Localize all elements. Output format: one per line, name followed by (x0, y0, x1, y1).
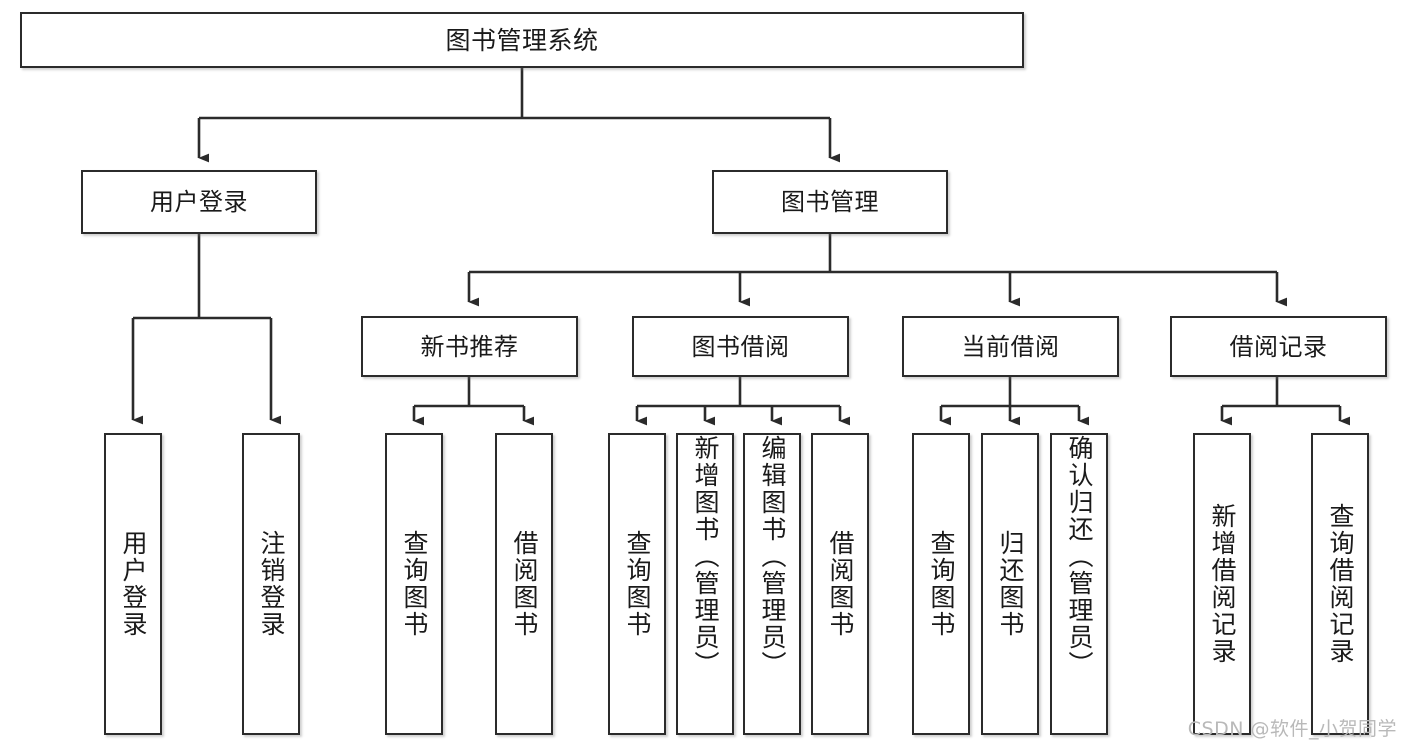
node-label: 查询借阅记录 (1326, 503, 1355, 665)
node-label: 新书推荐 (420, 332, 519, 361)
node-label: 查询图书 (623, 530, 652, 638)
leaf-borrow-borrow-book[interactable]: 借阅图书 (811, 433, 869, 735)
node-label: 借阅图书 (826, 530, 855, 638)
node-label: 新增借阅记录 (1208, 503, 1237, 665)
leaf-current-confirm-return-admin[interactable]: 确认归还（管理员） (1050, 433, 1108, 735)
node-label: 新增图书（管理员） (691, 435, 720, 678)
leaf-record-query-record[interactable]: 查询借阅记录 (1311, 433, 1369, 735)
node-root-system[interactable]: 图书管理系统 (20, 12, 1024, 68)
node-book-borrow[interactable]: 图书借阅 (632, 316, 849, 377)
node-user-login[interactable]: 用户登录 (81, 170, 317, 234)
node-label: 当前借阅 (961, 332, 1060, 361)
node-label: 图书管理 (781, 188, 879, 216)
node-current-borrow[interactable]: 当前借阅 (902, 316, 1119, 377)
leaf-current-return-book[interactable]: 归还图书 (981, 433, 1039, 735)
node-label: 查询图书 (400, 530, 429, 638)
node-label: 借阅图书 (510, 530, 539, 638)
node-label: 归还图书 (996, 530, 1025, 638)
leaf-current-query-book[interactable]: 查询图书 (912, 433, 970, 735)
node-new-book-recommend[interactable]: 新书推荐 (361, 316, 578, 377)
node-book-management[interactable]: 图书管理 (712, 170, 948, 234)
leaf-record-add-record[interactable]: 新增借阅记录 (1193, 433, 1251, 735)
leaf-borrow-add-book-admin[interactable]: 新增图书（管理员） (676, 433, 734, 735)
node-label: 用户登录 (119, 530, 148, 638)
leaf-new-book-borrow[interactable]: 借阅图书 (495, 433, 553, 735)
leaf-user-login-logout[interactable]: 注销登录 (242, 433, 300, 735)
node-label: 注销登录 (257, 530, 286, 638)
node-label: 图书管理系统 (445, 25, 599, 55)
leaf-borrow-edit-book-admin[interactable]: 编辑图书（管理员） (743, 433, 801, 735)
node-label: 确认归还（管理员） (1065, 435, 1094, 678)
node-label: 借阅记录 (1229, 332, 1328, 361)
node-label: 编辑图书（管理员） (758, 435, 787, 678)
watermark: CSDN @软件_小贺同学 (1187, 718, 1397, 740)
node-label: 查询图书 (927, 530, 956, 638)
node-label: 图书借阅 (691, 332, 790, 361)
node-borrow-record[interactable]: 借阅记录 (1170, 316, 1387, 377)
node-label: 用户登录 (150, 188, 248, 216)
leaf-user-login-login[interactable]: 用户登录 (104, 433, 162, 735)
leaf-new-book-query[interactable]: 查询图书 (385, 433, 443, 735)
leaf-borrow-query-book[interactable]: 查询图书 (608, 433, 666, 735)
